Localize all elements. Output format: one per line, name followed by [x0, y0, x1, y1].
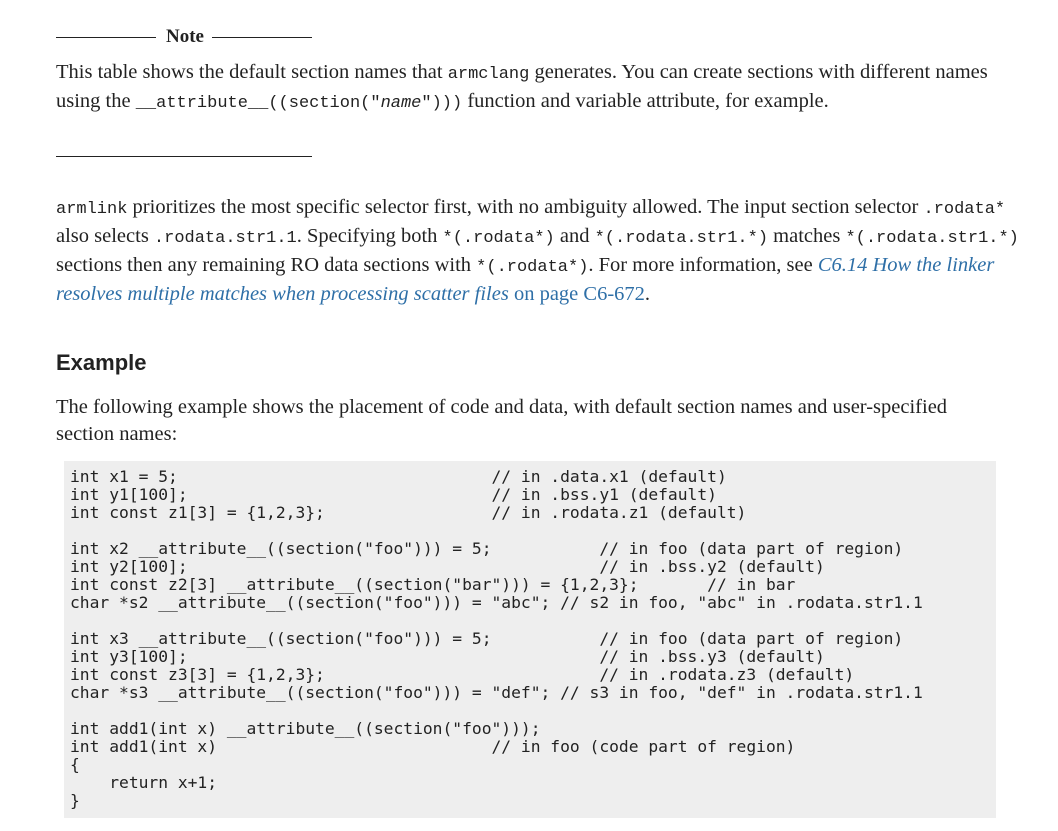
inline-code: *(.rodata*) [476, 258, 589, 277]
text-part: sections then any remaining RO data sect… [56, 254, 477, 276]
inline-code: .rodata.str1.1 [153, 229, 297, 248]
priority-paragraph: armlink prioritizes the most specific se… [56, 194, 1026, 308]
note-rule-right [212, 37, 312, 38]
inline-code: armclang [447, 65, 530, 84]
note-text-part: function and variable attribute, for exa… [462, 90, 829, 112]
example-heading: Example [56, 350, 147, 375]
code-line: int const z3[3] = {1,2,3}; // in .rodata… [70, 665, 855, 684]
code-line: int x1 = 5; // in .data.x1 (default) [70, 467, 727, 486]
code-line: int x2 __attribute__((section("foo"))) =… [70, 539, 904, 558]
inline-code: *(.rodata*) [442, 229, 555, 248]
code-line: int add1(int x) // in foo (code part of … [70, 737, 796, 756]
note-text-part: This table shows the default section nam… [56, 61, 448, 83]
code-line: int y1[100]; // in .bss.y1 (default) [70, 485, 717, 504]
text-part: . [644, 283, 651, 305]
code-listing: int x1 = 5; // in .data.x1 (default) int… [70, 468, 923, 810]
code-line: { [70, 755, 80, 774]
note-title: Note [166, 26, 204, 47]
code-line: } [70, 791, 80, 810]
inline-code: __attribute__((section(" [135, 94, 381, 113]
text-part: prioritizes the most specific selector f… [127, 196, 924, 218]
note-text: This table shows the default section nam… [56, 59, 1016, 117]
text-part: . Specifying both [296, 225, 443, 247]
code-line: int add1(int x) __attribute__((section("… [70, 719, 541, 738]
code-line: return x+1; [70, 773, 218, 792]
code-line: int const z1[3] = {1,2,3}; // in .rodata… [70, 503, 747, 522]
inline-code: .rodata* [923, 200, 1006, 219]
code-block: int x1 = 5; // in .data.x1 (default) int… [64, 461, 996, 818]
note-header: Note [56, 26, 312, 47]
code-line: int x3 __attribute__((section("foo"))) =… [70, 629, 904, 648]
code-line: int const z2[3] __attribute__((section("… [70, 575, 796, 594]
text-part: also selects [56, 225, 154, 247]
example-intro: The following example shows the placemen… [56, 396, 948, 445]
inline-code-italic: name [380, 94, 422, 113]
text-part: . For more information, see [588, 254, 818, 276]
code-line: char *s2 __attribute__((section("foo")))… [70, 593, 923, 612]
text-part: and [554, 225, 595, 247]
page-reference-link[interactable]: on page C6-672 [513, 283, 645, 305]
inline-code: "))) [421, 94, 463, 113]
code-line: char *s3 __attribute__((section("foo")))… [70, 683, 923, 702]
note-rule-bottom [56, 156, 312, 157]
inline-code: *(.rodata.str1.*) [845, 229, 1019, 248]
note-text-part: generates. You can create sections with … [56, 61, 988, 112]
code-line: int y3[100]; // in .bss.y3 (default) [70, 647, 825, 666]
cross-reference-link[interactable]: C6.14 How the linker resolves multiple m… [56, 254, 995, 305]
inline-code: *(.rodata.str1.*) [594, 229, 769, 248]
inline-code: armlink [56, 200, 128, 219]
code-line: int y2[100]; // in .bss.y2 (default) [70, 557, 825, 576]
text-part: matches [768, 225, 846, 247]
note-rule-left [56, 37, 156, 38]
